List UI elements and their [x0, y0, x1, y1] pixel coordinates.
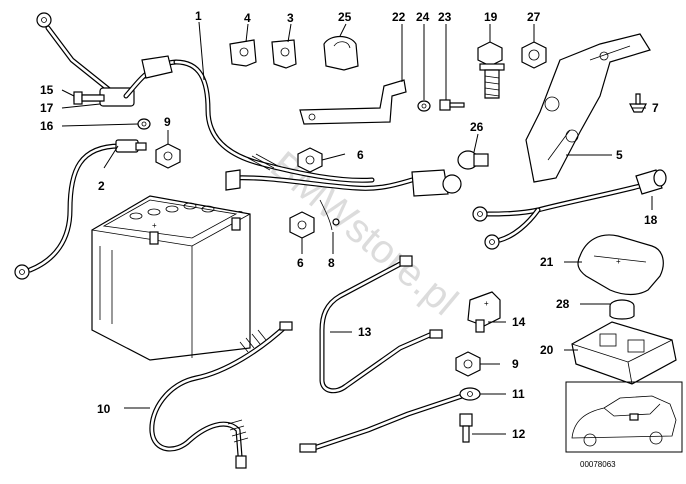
svg-text:+: +: [484, 299, 489, 308]
vehicle-location-inset: [565, 381, 683, 453]
callout-7: 7: [652, 101, 659, 115]
callout-5: 5: [616, 148, 623, 162]
svg-text:+: +: [616, 257, 621, 266]
clip-25[interactable]: [323, 35, 359, 71]
callout-17: 17: [40, 101, 54, 115]
callout-16: 16: [40, 119, 54, 133]
callout-22: 22: [392, 10, 406, 24]
terminal-box-20[interactable]: [571, 321, 677, 385]
cap-28[interactable]: [609, 299, 635, 320]
callout-2: 2: [98, 179, 105, 193]
callout-6-bottom: 6: [297, 256, 304, 270]
callout-14: 14: [512, 315, 526, 329]
callout-11: 11: [512, 387, 525, 401]
callout-4: 4: [244, 11, 251, 25]
cable-2[interactable]: [14, 139, 147, 280]
callout-3: 3: [287, 11, 294, 25]
nut-9-right[interactable]: [455, 351, 481, 377]
bolt-19[interactable]: [477, 41, 505, 99]
callout-8: 8: [328, 256, 335, 270]
callout-25: 25: [338, 10, 352, 24]
washer-24[interactable]: [417, 100, 431, 112]
main-harness-1[interactable]: [141, 55, 462, 231]
clip-4[interactable]: [229, 39, 257, 67]
battery[interactable]: + −: [91, 195, 251, 361]
reference-code: 00078063: [580, 460, 616, 469]
leader-lines: [61, 21, 653, 435]
callout-24: 24: [416, 10, 430, 24]
cable-13[interactable]: [319, 255, 443, 394]
callout-20: 20: [540, 343, 554, 357]
nut-27[interactable]: [521, 41, 547, 69]
callout-6-top: 6: [357, 148, 364, 162]
bolt-15[interactable]: [73, 91, 105, 105]
clip-3[interactable]: [271, 39, 297, 69]
nut-16[interactable]: [137, 118, 151, 130]
grommet-26[interactable]: [457, 150, 489, 170]
cable-10[interactable]: [149, 321, 293, 469]
callout-13: 13: [358, 325, 372, 339]
callout-12: 12: [512, 427, 526, 441]
callout-labels: 1 2 3 4 5 6 6 7 8 9 9 10 11 12 13 14 15 …: [40, 9, 659, 441]
callout-26: 26: [470, 120, 484, 134]
svg-text:+: +: [152, 221, 157, 230]
callout-27: 27: [527, 10, 541, 24]
bolt-23[interactable]: [439, 99, 465, 111]
bracket-22[interactable]: [299, 79, 407, 125]
terminal-14[interactable]: +: [467, 291, 501, 333]
callout-18: 18: [644, 213, 658, 227]
callout-1: 1: [195, 9, 202, 23]
nut-6-bottom[interactable]: [289, 211, 315, 239]
cable-18[interactable]: [472, 169, 667, 250]
callout-28: 28: [556, 297, 570, 311]
callout-21: 21: [540, 255, 554, 269]
svg-text:−: −: [238, 207, 243, 216]
cable-11[interactable]: [299, 387, 481, 453]
clip-7[interactable]: [629, 93, 647, 113]
callout-9-left: 9: [164, 115, 171, 129]
callout-23: 23: [438, 10, 452, 24]
nut-6-top[interactable]: [297, 147, 323, 173]
nut-9-left[interactable]: [155, 143, 181, 169]
callout-10: 10: [97, 402, 111, 416]
bolt-12[interactable]: [459, 413, 473, 443]
callout-19: 19: [484, 10, 498, 24]
cover-21[interactable]: +: [577, 234, 664, 296]
cover-plate-5[interactable]: [525, 33, 651, 183]
callout-9-right: 9: [512, 357, 519, 371]
callout-15: 15: [40, 83, 54, 97]
